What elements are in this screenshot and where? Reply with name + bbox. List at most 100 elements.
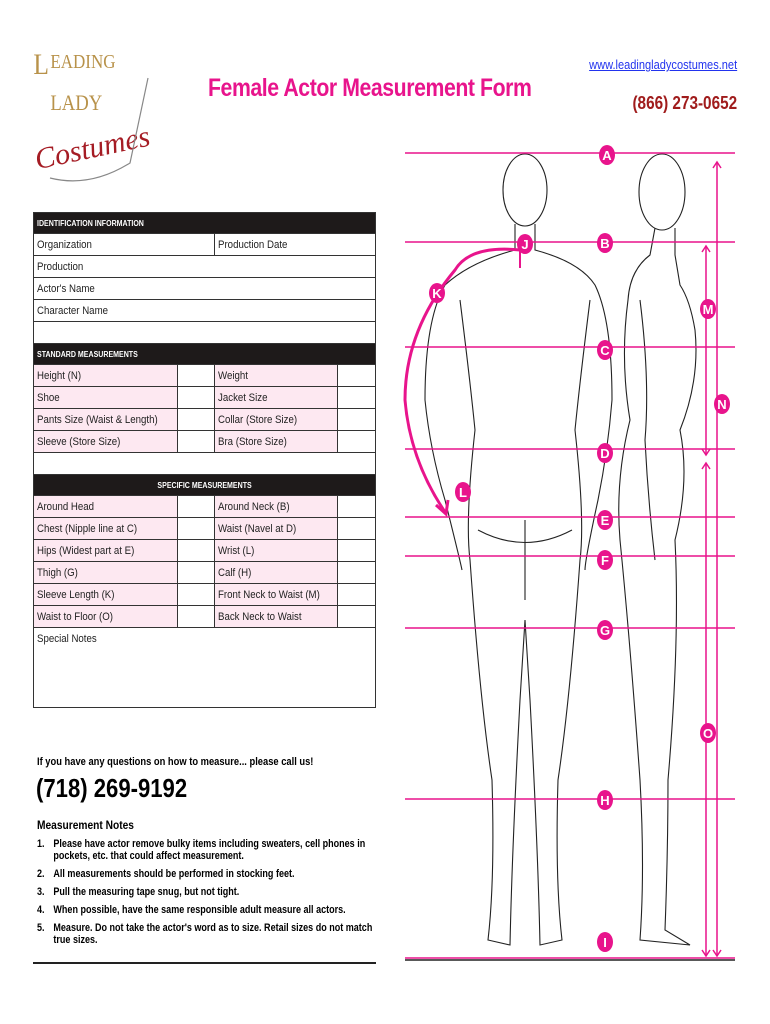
actors-name-field[interactable]: Actor's Name bbox=[33, 277, 376, 300]
website-link[interactable]: www.leadingladycostumes.net bbox=[588, 57, 737, 72]
label-badge-e bbox=[597, 510, 613, 530]
identification-heading: IDENTIFICATION INFORMATION bbox=[33, 212, 376, 234]
note-number: 1. bbox=[37, 838, 45, 850]
measurement-input[interactable] bbox=[177, 517, 216, 540]
measurement-row: Pants Size (Waist & Length) Collar (Store… bbox=[32, 408, 376, 431]
measurement-label: Around Head bbox=[32, 495, 179, 518]
measurement-label: Hips (Widest part at E) bbox=[32, 539, 179, 562]
label-badge-o bbox=[700, 723, 716, 743]
measurement-label: Wrist (L) bbox=[214, 539, 339, 562]
measurement-input[interactable] bbox=[337, 364, 376, 387]
note-item: 4.When possible, have the same responsib… bbox=[37, 904, 381, 916]
measurement-input[interactable] bbox=[177, 364, 216, 387]
character-name-field[interactable]: Character Name bbox=[33, 299, 376, 322]
note-number: 4. bbox=[37, 904, 45, 916]
label-text-d: D bbox=[600, 446, 609, 461]
label-badge-a bbox=[599, 145, 615, 165]
label-badge-k bbox=[429, 283, 445, 303]
organization-field[interactable]: Organization bbox=[32, 233, 216, 256]
measurement-row: Around Head Around Neck (B) bbox=[32, 495, 376, 518]
contact-phone: (718) 269-9192 bbox=[36, 773, 188, 803]
divider bbox=[33, 962, 376, 964]
production-field[interactable]: Production bbox=[33, 255, 376, 278]
label-text-b: B bbox=[600, 236, 609, 251]
label-text-j: J bbox=[521, 237, 528, 252]
measurement-label: Around Neck (B) bbox=[214, 495, 339, 518]
label-text-e: E bbox=[601, 513, 610, 528]
note-item: 1.Please have actor remove bulky items i… bbox=[37, 838, 381, 862]
note-item: 5.Measure. Do not take the actor's word … bbox=[37, 922, 381, 946]
contact-question: If you have any questions on how to meas… bbox=[37, 756, 314, 768]
label-text-h: H bbox=[600, 793, 609, 808]
measurement-label: Calf (H) bbox=[214, 561, 339, 584]
measurement-input[interactable] bbox=[177, 408, 216, 431]
measurement-input[interactable] bbox=[177, 386, 216, 409]
blank-row[interactable] bbox=[33, 452, 376, 475]
arrow-head-icon bbox=[701, 461, 711, 470]
measurement-row: Sleeve (Store Size) Bra (Store Size) bbox=[32, 430, 376, 453]
label-badge-d bbox=[597, 443, 613, 463]
label-text-m: M bbox=[703, 302, 714, 317]
measurement-notes-heading: Measurement Notes bbox=[37, 818, 134, 832]
measurement-input[interactable] bbox=[337, 583, 376, 606]
measurement-input[interactable] bbox=[337, 517, 376, 540]
measurement-row: Shoe Jacket Size bbox=[32, 386, 376, 409]
measurement-row: Chest (Nipple line at C) Waist (Navel at … bbox=[32, 517, 376, 540]
measurement-input[interactable] bbox=[337, 561, 376, 584]
measurement-label: Waist (Navel at D) bbox=[214, 517, 339, 540]
leading-lady-logo: L EADING LADY Costumes bbox=[32, 48, 153, 182]
measurement-input[interactable] bbox=[177, 430, 216, 453]
label-badge-f bbox=[597, 550, 613, 570]
arrow-head-icon bbox=[712, 160, 722, 169]
measurement-input[interactable] bbox=[177, 561, 216, 584]
measurement-notes-list: 1.Please have actor remove bulky items i… bbox=[37, 838, 381, 952]
label-text-o: O bbox=[703, 726, 713, 741]
note-text: Measure. Do not take the actor's word as… bbox=[53, 922, 373, 946]
svg-text:L: L bbox=[33, 48, 49, 81]
measurement-input[interactable] bbox=[337, 539, 376, 562]
label-badge-l bbox=[455, 482, 471, 502]
measurement-input[interactable] bbox=[177, 605, 216, 628]
svg-text:EADING: EADING bbox=[50, 51, 115, 74]
measurement-label: Chest (Nipple line at C) bbox=[32, 517, 179, 540]
measurement-input[interactable] bbox=[337, 605, 376, 628]
measurement-input[interactable] bbox=[177, 583, 216, 606]
measurement-label: Pants Size (Waist & Length) bbox=[32, 408, 179, 431]
measurement-label: Jacket Size bbox=[214, 386, 339, 409]
measurement-label: Bra (Store Size) bbox=[214, 430, 339, 453]
standard-heading: STANDARD MEASUREMENTS bbox=[33, 343, 376, 365]
label-badge-c bbox=[597, 340, 613, 360]
label-badge-g bbox=[597, 620, 613, 640]
measurement-input[interactable] bbox=[177, 495, 216, 518]
blank-row[interactable] bbox=[33, 321, 376, 344]
special-notes-field[interactable]: Special Notes bbox=[33, 627, 376, 708]
measurement-row: Sleeve Length (K)Front Neck to Waist (M) bbox=[32, 583, 376, 606]
note-number: 3. bbox=[37, 886, 45, 898]
specific-heading: SPECIFIC MEASUREMENTS bbox=[33, 474, 376, 496]
header-phone: (866) 273-0652 bbox=[632, 93, 737, 113]
measurement-row: Hips (Widest part at E) Wrist (L) bbox=[32, 539, 376, 562]
measurement-label: Sleeve (Store Size) bbox=[32, 430, 179, 453]
label-text-f: F bbox=[601, 553, 609, 568]
measurement-input[interactable] bbox=[337, 495, 376, 518]
measurement-label: Collar (Store Size) bbox=[214, 408, 339, 431]
label-text-c: C bbox=[600, 343, 610, 358]
arrow-head-icon bbox=[712, 949, 722, 958]
label-text-a: A bbox=[602, 148, 612, 163]
measurement-label: Sleeve Length (K) bbox=[32, 583, 179, 606]
label-text-n: N bbox=[717, 397, 726, 412]
label-text-i: I bbox=[603, 935, 607, 950]
measurement-row: Height (N)Weight bbox=[32, 364, 376, 387]
side-view-figure bbox=[618, 153, 697, 946]
production-date-field[interactable]: Production Date bbox=[214, 233, 376, 256]
measurement-input[interactable] bbox=[177, 539, 216, 562]
measurement-label: Waist to Floor (O) bbox=[32, 605, 179, 628]
measurement-input[interactable] bbox=[337, 430, 376, 453]
label-text-l: L bbox=[459, 485, 467, 500]
measurement-input[interactable] bbox=[337, 408, 376, 431]
arrow-head-icon bbox=[701, 949, 711, 958]
measurement-label: Shoe bbox=[32, 386, 179, 409]
measurement-input[interactable] bbox=[337, 386, 376, 409]
